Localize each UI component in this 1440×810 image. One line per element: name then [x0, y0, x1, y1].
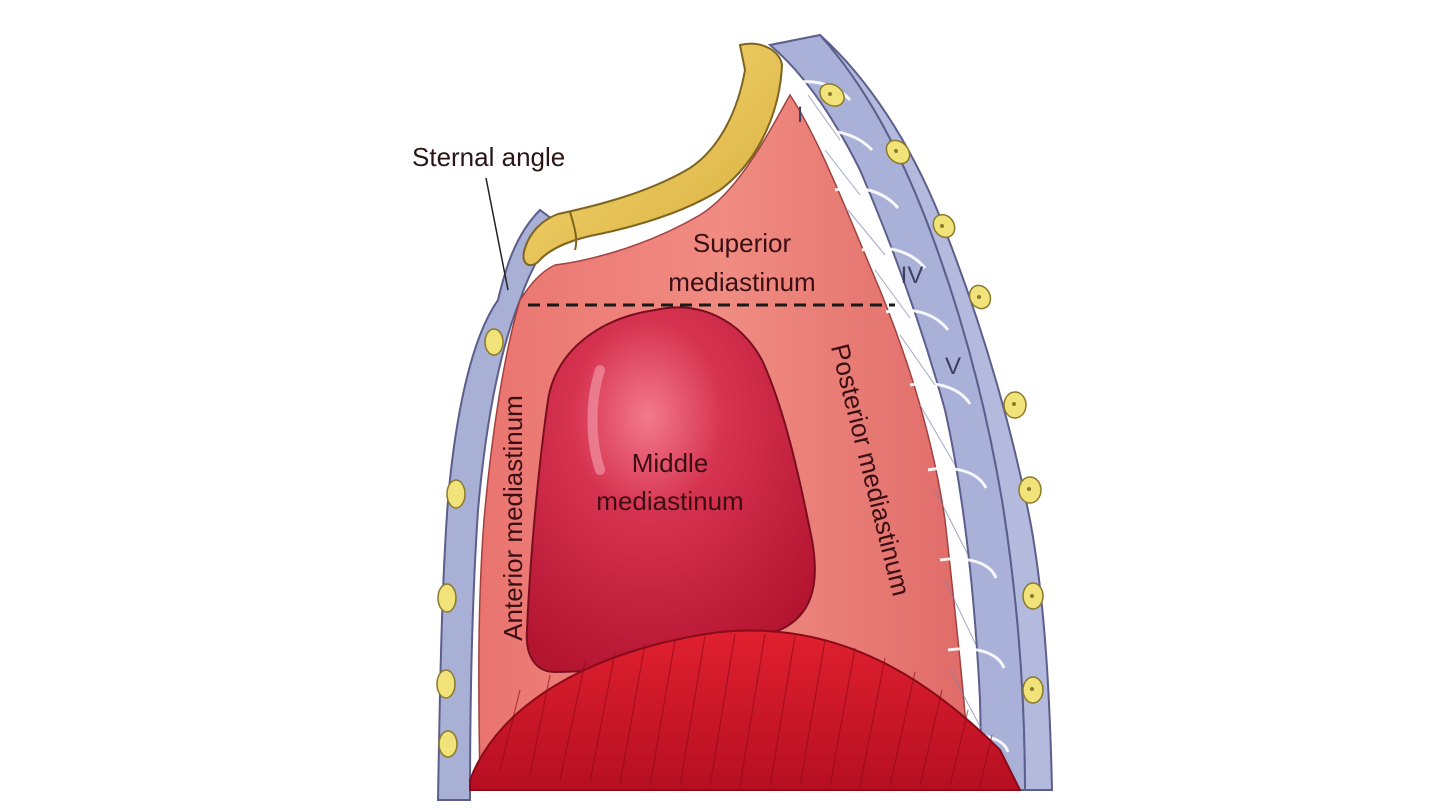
label-vertebra-i: I: [797, 102, 803, 127]
heart-highlight: [587, 365, 605, 475]
sternal-angle-leader: [485, 177, 509, 291]
label-vertebra-v: V: [945, 353, 961, 380]
label-anterior-mediastinum: Anterior mediastinum: [498, 395, 528, 641]
diaphragm-fibers: [499, 633, 993, 787]
label-superior-line1: Superior: [693, 228, 792, 258]
vertebra-shading: [807, 94, 983, 731]
vertebra-dividers: [799, 80, 1010, 753]
label-middle-line1: Middle: [632, 448, 709, 478]
anterior-rib-sections: [436, 328, 504, 758]
sternal-angle-joint: [569, 211, 578, 251]
sternum: [522, 42, 784, 267]
anterior-chest-wall: [436, 208, 562, 801]
label-vertebra-iv: IV: [901, 262, 924, 289]
posterior-rib-sections: [819, 83, 1044, 704]
posterior-rib-dots: [828, 92, 1034, 691]
label-superior-line2: mediastinum: [668, 267, 815, 297]
label-middle-line2: mediastinum: [596, 486, 743, 516]
label-sternal-angle: Sternal angle: [412, 142, 565, 172]
